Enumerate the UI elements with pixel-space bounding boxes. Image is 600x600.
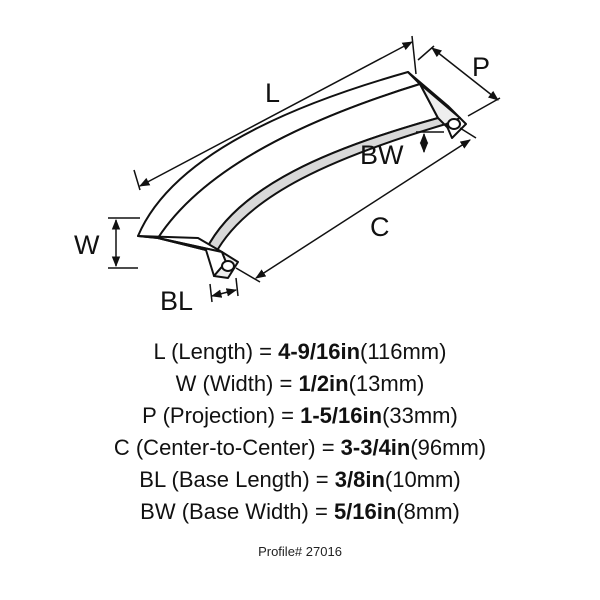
spec-name: (Length) = — [171, 339, 279, 364]
spec-value: 1/2in — [298, 371, 349, 396]
specification-list: L (Length) = 4-9/16in(116mm) W (Width) =… — [0, 336, 600, 528]
spec-base-length: BL (Base Length) = 3/8in(10mm) — [0, 464, 600, 496]
handle-dimension-drawing: L P BW W C BL — [74, 35, 501, 316]
spec-metric: (96mm) — [410, 435, 487, 460]
spec-value: 3/8in — [334, 467, 385, 492]
spec-code: BW — [140, 499, 176, 524]
base-width-dimension — [416, 131, 444, 154]
spec-code: C — [113, 435, 130, 460]
spec-value: 5/16in — [333, 499, 397, 524]
projection-label: P — [472, 52, 490, 82]
length-dimension — [133, 35, 417, 191]
spec-name: (Base Length) = — [171, 467, 335, 492]
spec-name: (Base Width) = — [181, 499, 334, 524]
base-length-label: BL — [160, 286, 193, 316]
spec-metric: (13mm) — [348, 371, 425, 396]
spec-metric: (116mm) — [360, 339, 447, 364]
spec-length: L (Length) = 4-9/16in(116mm) — [0, 336, 600, 368]
length-label: L — [265, 78, 280, 108]
projection-dimension — [417, 45, 501, 117]
spec-projection: P (Projection) = 1-5/16in(33mm) — [0, 400, 600, 432]
spec-code: P — [142, 403, 157, 428]
base-width-label: BW — [360, 140, 404, 170]
spec-metric: (8mm) — [396, 499, 460, 524]
spec-value: 3-3/4in — [340, 435, 411, 460]
spec-center-to-center: C (Center-to-Center) = 3-3/4in(96mm) — [0, 432, 600, 464]
spec-code: W — [175, 371, 197, 396]
spec-code: BL — [139, 467, 166, 492]
spec-width: W (Width) = 1/2in(13mm) — [0, 368, 600, 400]
spec-name: (Projection) = — [162, 403, 301, 428]
spec-metric: (10mm) — [384, 467, 461, 492]
center-to-center-label: C — [370, 212, 390, 242]
right-screw-hole — [447, 118, 461, 130]
spec-base-width: BW (Base Width) = 5/16in(8mm) — [0, 496, 600, 528]
spec-value: 4-9/16in — [278, 339, 361, 364]
center-to-center-dimension — [235, 127, 477, 283]
spec-name: (Width) = — [202, 371, 299, 396]
spec-name: (Center-to-Center) = — [135, 435, 341, 460]
width-dimension — [108, 217, 140, 269]
spec-value: 1-5/16in — [300, 403, 383, 428]
spec-code: L — [153, 339, 165, 364]
profile-number: Profile# 27016 — [258, 544, 342, 559]
left-screw-hole — [221, 260, 235, 272]
spec-metric: (33mm) — [382, 403, 458, 428]
base-length-dimension — [209, 277, 239, 303]
width-label: W — [74, 230, 100, 260]
